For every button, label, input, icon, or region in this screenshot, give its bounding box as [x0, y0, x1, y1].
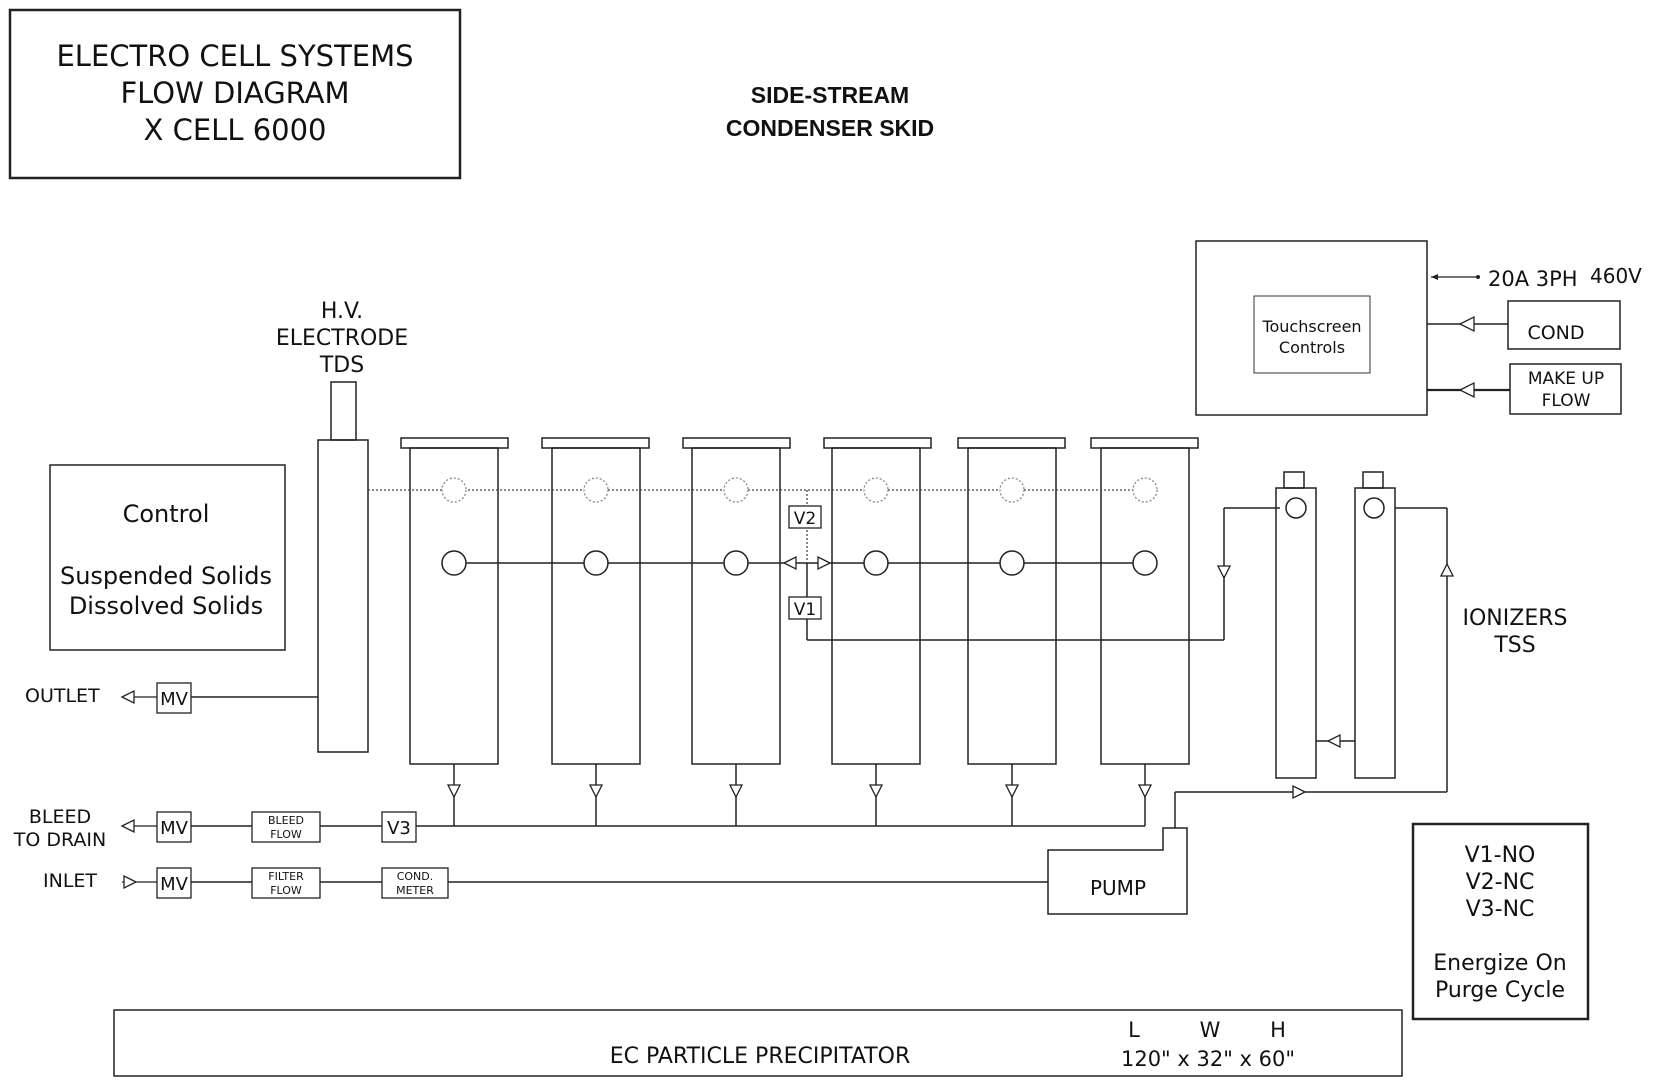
bleed-line: BLEED TO DRAIN MV BLEED FLOW V3	[13, 806, 417, 851]
makeup-flow-sensor[interactable]: MAKE UP FLOW	[1509, 363, 1622, 415]
control-panel: Touchscreen Controls 20A 3PH 460V COND M…	[1195, 240, 1642, 416]
filter-flow-label-2: FLOW	[270, 884, 302, 897]
bleed-flow-meter[interactable]: BLEED FLOW	[251, 811, 321, 843]
valve-v1[interactable]: V1	[788, 596, 822, 620]
title-line-3: X CELL 6000	[144, 113, 327, 147]
valve-v1-label: V1	[794, 600, 816, 620]
hv-label-1: H.V.	[321, 299, 363, 324]
ionizers: IONIZERS TSS	[1275, 471, 1568, 792]
valve-v3-label: V3	[387, 818, 411, 839]
cond-meter-label-2: METER	[396, 884, 434, 897]
valve-state-v1: V1-NO	[1465, 843, 1536, 868]
pump-label: PUMP	[1090, 876, 1146, 900]
inlet-mv-label: MV	[160, 874, 189, 895]
precipitator-columns	[400, 437, 1199, 765]
dimensions: 120" x 32" x 60"	[1121, 1047, 1295, 1071]
cond-label: COND	[1527, 322, 1584, 344]
bleed-flow-label-2: FLOW	[270, 828, 302, 841]
subtitle-line-1: SIDE-STREAM	[751, 82, 909, 108]
valve-state-v2: V2-NC	[1466, 870, 1535, 895]
hv-label-2: ELECTRODE	[276, 326, 408, 351]
valve-v2[interactable]: V2	[788, 505, 822, 529]
bleed-mv-label: MV	[160, 818, 189, 839]
footer-box: EC PARTICLE PRECIPITATOR L W H 120" x 32…	[113, 1009, 1403, 1077]
column-drains	[413, 764, 1153, 827]
title-line-1: ELECTRO CELL SYSTEMS	[56, 39, 413, 73]
hv-label-3: TDS	[319, 353, 364, 378]
touchscreen-label-2: Controls	[1279, 338, 1345, 357]
outlet-mv-label: MV	[160, 689, 189, 710]
subtitle-line-2: CONDENSER SKID	[726, 115, 934, 141]
main-header	[441, 507, 1280, 641]
filter-flow-label-1: FILTER	[268, 870, 304, 883]
cond-sensor[interactable]: COND	[1507, 300, 1621, 350]
dim-header-w: W	[1200, 1018, 1221, 1042]
energize-label-1: Energize On	[1433, 951, 1566, 976]
bleed-mv-valve[interactable]: MV	[156, 811, 192, 843]
valve-v2-label: V2	[794, 509, 816, 529]
valve-state-v3: V3-NC	[1466, 897, 1535, 922]
purge-line	[368, 477, 1158, 560]
bleed-label-1: BLEED	[29, 806, 91, 828]
control-suspended-solids: Suspended Solids	[60, 562, 272, 590]
pump[interactable]: PUMP	[1047, 784, 1447, 915]
makeup-label-2: FLOW	[1542, 391, 1591, 411]
outlet-line: OUTLET MV	[25, 682, 318, 714]
valve-states-box: V1-NO V2-NC V3-NC Energize On Purge Cycl…	[1411, 822, 1590, 1021]
control-box: Control Suspended Solids Dissolved Solid…	[49, 464, 286, 651]
cond-meter-label-1: COND.	[397, 870, 434, 883]
bleed-flow-label-1: BLEED	[268, 814, 304, 827]
ionizers-label-1: IONIZERS	[1463, 606, 1568, 631]
makeup-label-1: MAKE UP	[1528, 369, 1604, 389]
inlet-label: INLET	[43, 870, 97, 892]
filter-flow-meter[interactable]: FILTER FLOW	[251, 867, 321, 899]
outlet-label: OUTLET	[25, 685, 100, 707]
power-label: 20A 3PH	[1488, 267, 1578, 291]
dim-header-h: H	[1270, 1018, 1286, 1042]
outlet-mv-valve[interactable]: MV	[156, 682, 192, 714]
inlet-mv-valve[interactable]: MV	[156, 867, 192, 899]
control-dissolved-solids: Dissolved Solids	[69, 592, 263, 620]
ionizers-label-2: TSS	[1493, 633, 1535, 658]
control-title: Control	[123, 500, 210, 528]
energize-label-2: Purge Cycle	[1435, 978, 1565, 1003]
hv-electrode: H.V. ELECTRODE TDS	[276, 299, 408, 753]
title-box: ELECTRO CELL SYSTEMS FLOW DIAGRAM X CELL…	[8, 8, 462, 180]
dim-header-l: L	[1128, 1018, 1140, 1042]
footer-name: EC PARTICLE PRECIPITATOR	[610, 1044, 910, 1069]
touchscreen-label-1: Touchscreen	[1261, 317, 1361, 336]
valve-v3[interactable]: V3	[381, 811, 417, 843]
inlet-line: INLET MV FILTER FLOW COND. METER	[43, 867, 1048, 899]
voltage-label: 460V	[1590, 264, 1642, 288]
bleed-label-2: TO DRAIN	[13, 829, 106, 851]
cond-meter[interactable]: COND. METER	[381, 867, 449, 899]
title-line-2: FLOW DIAGRAM	[120, 76, 349, 110]
